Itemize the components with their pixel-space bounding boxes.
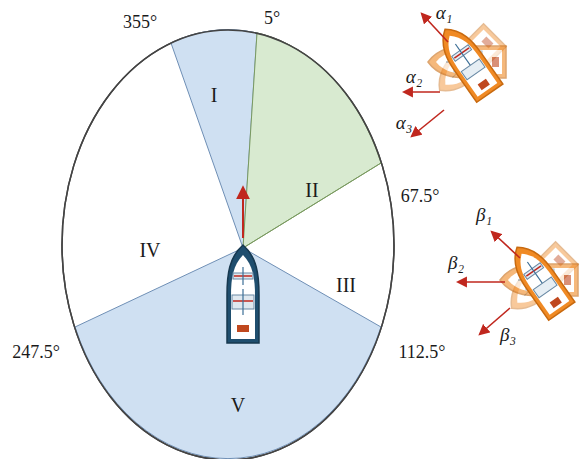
angle-label: 5° <box>264 9 280 27</box>
sector-number: IV <box>139 240 160 260</box>
own-ship <box>227 245 259 343</box>
angle-label: 247.5° <box>12 343 60 361</box>
vector-label: α₁ <box>436 3 453 22</box>
vector-label: β₃ <box>500 325 516 344</box>
sector-number: V <box>231 395 245 415</box>
sector-number: III <box>336 275 356 295</box>
angle-label: 355° <box>123 13 157 31</box>
vector-label: β₂ <box>448 253 464 272</box>
vector-label: α₂ <box>406 67 423 86</box>
vector-label: β₁ <box>476 205 492 224</box>
vector-label: α₃ <box>396 113 413 132</box>
angle-label: 67.5° <box>401 187 440 205</box>
sector-number: II <box>305 180 318 200</box>
sector-number: I <box>211 85 218 105</box>
angle-label: 112.5° <box>398 343 445 361</box>
